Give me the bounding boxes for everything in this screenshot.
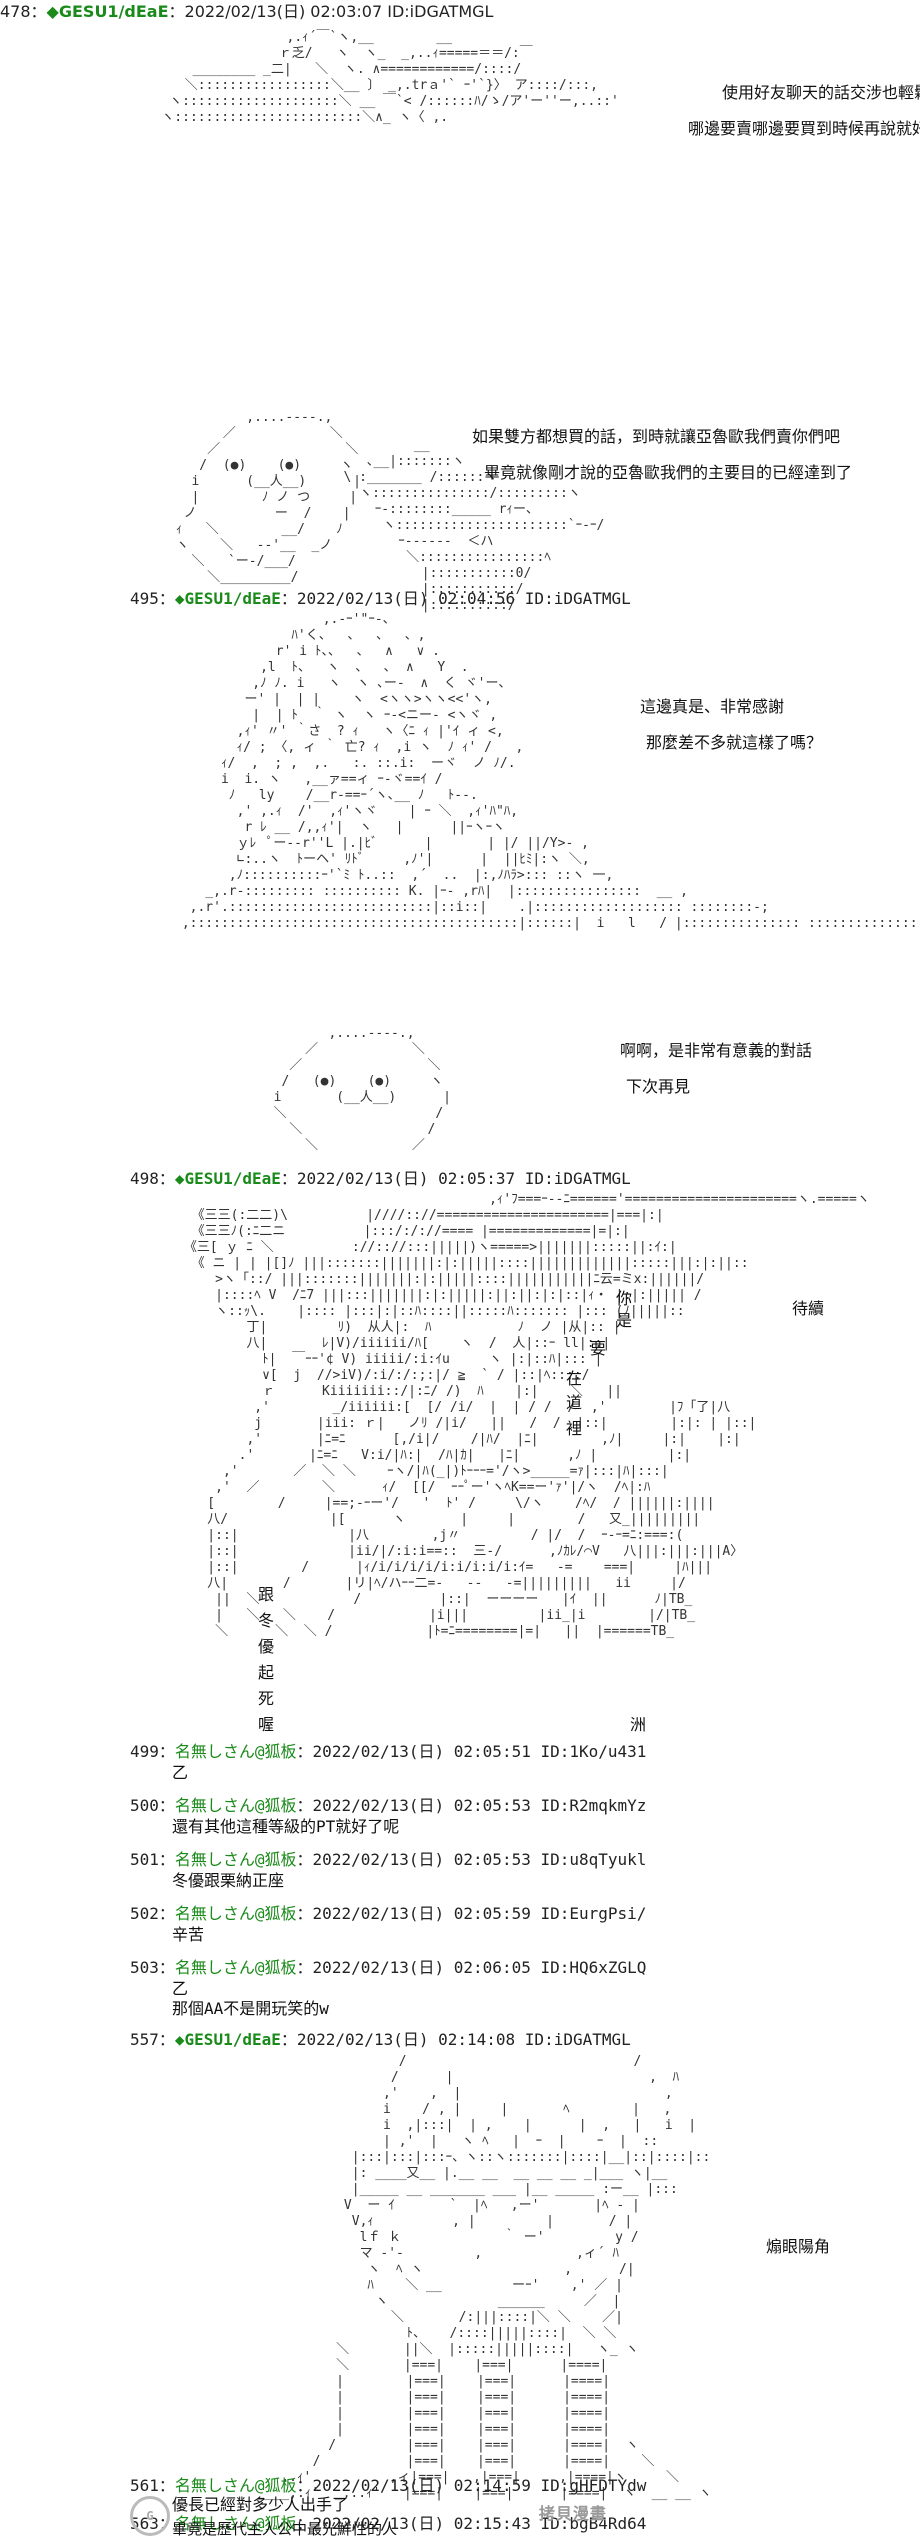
dialogue-line: 畢竟就像剛才說的亞魯歐我們的主要目的已經達到了 [484,463,853,482]
dialogue-vertical-10: 起 [258,1663,275,1682]
dialogue-line: 使用好友聊天的話交涉也輕鬆 [722,83,920,102]
poster-name: ◆GESU1/dEaE [174,589,281,608]
post-body: 還有其他這種等級的PT就好了呢 [172,1817,400,1836]
poster-name: 名無しさん@狐板 [174,1742,297,1761]
dialogue-vertical-8: 冬 [258,1611,275,1630]
dialogue-vertical-7: 跟 [258,1585,275,1604]
dialogue-vertical-11: 死 [258,1689,275,1708]
dialogue-line: 那麼差不多就這樣了嗎？ [646,733,823,752]
post-header-557: 557：◆GESU1/dEaE：2022/02/13(日) 02:14:08 I… [130,2028,631,2052]
ascii-art-figure-478a: ,.ｨ´￣`ヽ,__ __ ｒ乏/ ヽ ヽ_ _,..ｨ=====＝＝/:￣ _… [130,30,920,2538]
post-header-478: 478：◆GESU1/dEaE：2022/02/13(日) 02:03:07 I… [0,0,493,24]
watermark-logo: G [130,2496,170,2536]
poster-name: 名無しさん@狐板 [174,1796,297,1815]
post-number[interactable]: 498： [130,1169,175,1188]
post-number[interactable]: 500： [130,1796,175,1815]
poster-name: 名無しさん@狐板 [174,2476,297,2495]
post-header-501: 501：名無しさん@狐板：2022/02/13(日) 02:05:53 ID:u… [130,1848,646,1872]
post-meta: ：2022/02/13(日) 02:05:59 ID:EurgPsi/ [296,1904,647,1923]
post-header-498: 498：◆GESU1/dEaE：2022/02/13(日) 02:05:37 I… [130,1167,631,1191]
post-meta: ：2022/02/13(日) 02:05:53 ID:u8qTyukl [296,1850,647,1869]
post-header-500: 500：名無しさん@狐板：2022/02/13(日) 02:05:53 ID:R… [130,1794,646,1818]
post-number[interactable]: 561： [130,2476,175,2495]
dialogue-line: 待續 [792,1299,825,1318]
post-number[interactable]: 503： [130,1958,175,1977]
post-number[interactable]: 501： [130,1850,175,1869]
poster-name: 名無しさん@狐板 [174,1850,297,1869]
dialogue-sign: 洲 [630,1715,647,1734]
ascii-art-figure-478b: ,....-‐--., ／ ＼ ／ ＼ / (●) (●) ヽ i (__人__… [175,410,362,585]
post-header-495: 495：◆GESU1/dEaE：2022/02/13(日) 02:04:56 I… [130,587,631,611]
post-meta: ：2022/02/13(日) 02:05:51 ID:1Ko/u431 [296,1742,647,1761]
ascii-art-figure-557: / / / | , ﾊ ,' , | , i / , | | ﾍ | , [257,2054,712,2501]
post-header-561: 561：名無しさん@狐板：2022/02/13(日) 02:14:59 ID:g… [130,2474,646,2498]
post-meta: ：2022/02/13(日) 02:14:59 ID:gHFDTYdw [296,2476,647,2495]
ascii-art-figure-495b: ,....-‐--., ／ ＼ ／ ＼ / (●) (●) ヽ i (__人__… [273,1026,452,1153]
dialogue-line: 啊啊，是非常有意義的對話 [620,1041,813,1060]
post-header-503: 503：名無しさん@狐板：2022/02/13(日) 02:06:05 ID:H… [130,1956,646,1980]
ascii-art-figure-495a: ,.-ｰ'"ｰ-、 ﾊ'く、 、 、 、, r' i ﾄ、、 、 ∧ ∨ . ,… [181,612,920,931]
post-body: 畢竟是歷代主人公中最光鮮性的人 [172,2520,398,2538]
dialogue-vertical-2: 是 [616,1311,633,1330]
post-meta: ：2022/02/13(日) 02:06:05 ID:HQ6xZGLQ [296,1958,647,1977]
dialogue-vertical-9: 優 [258,1637,275,1656]
dialogue-line: 如果雙方都想買的話，到時就讓亞魯歐我們賣你們吧 [472,427,841,446]
ascii-art-figure-478c: __ ､__|:::::::ヽ \ :_______ /::::::ヽ ヽ:::… [343,438,605,613]
post-number[interactable]: 499： [130,1742,175,1761]
post-body: 乙 [172,1979,189,1998]
post-meta: ：2022/02/13(日) 02:05:53 ID:R2mqkmYz [296,1796,647,1815]
dialogue-vertical-1: 你 [616,1289,633,1308]
dialogue-line: 這邊真是、非常感謝 [640,697,785,716]
post-number[interactable]: 557： [130,2030,175,2049]
post-header-499: 499：名無しさん@狐板：2022/02/13(日) 02:05:51 ID:1… [130,1740,646,1764]
dialogue-line: 煽眼陽角 [766,2237,831,2256]
post-body: 冬優跟栗納正座 [172,1871,285,1890]
dialogue-vertical-3: 要 [590,1339,607,1358]
post-meta: ：2022/02/13(日) 02:04:56 ID:iDGATMGL [280,589,631,608]
dialogue-vertical-4: 在 [566,1369,583,1388]
poster-name: 名無しさん@狐板 [174,1904,297,1923]
post-header-502: 502：名無しさん@狐板：2022/02/13(日) 02:05:59 ID:E… [130,1902,646,1926]
ascii-art-figure-498: ,ｨ'ﾌ===ｰ--ﾆ======'======================… [176,1192,870,1639]
dialogue-vertical-6: 裡 [566,1419,583,1438]
post-body: 那個AA不是開玩笑的w [172,1999,329,2018]
watermark-text: 拷貝漫畫 [538,2504,607,2523]
post-meta: ：2022/02/13(日) 02:03:07 ID:iDGATMGL [168,2,494,21]
post-number[interactable]: 495： [130,589,175,608]
dialogue-vertical-12: 喔 [258,1715,275,1734]
post-number[interactable]: 478： [0,2,47,21]
dialogue-line: 哪邊要賣哪邊要買到時候再說就好了吧 [688,119,920,138]
dialogue-vertical-5: 道 [566,1393,583,1412]
poster-name: ◆GESU1/dEaE [46,2,169,21]
post-number[interactable]: 502： [130,1904,175,1923]
post-meta: ：2022/02/13(日) 02:05:37 ID:iDGATMGL [280,1169,631,1188]
poster-name: 名無しさん@狐板 [174,1958,297,1977]
post-meta: ：2022/02/13(日) 02:14:08 ID:iDGATMGL [280,2030,631,2049]
poster-name: ◆GESU1/dEaE [174,2030,281,2049]
post-body: 辛苦 [172,1925,205,1944]
post-body: 乙 [172,1763,189,1782]
dialogue-line: 下次再見 [626,1077,691,1096]
poster-name: ◆GESU1/dEaE [174,1169,281,1188]
